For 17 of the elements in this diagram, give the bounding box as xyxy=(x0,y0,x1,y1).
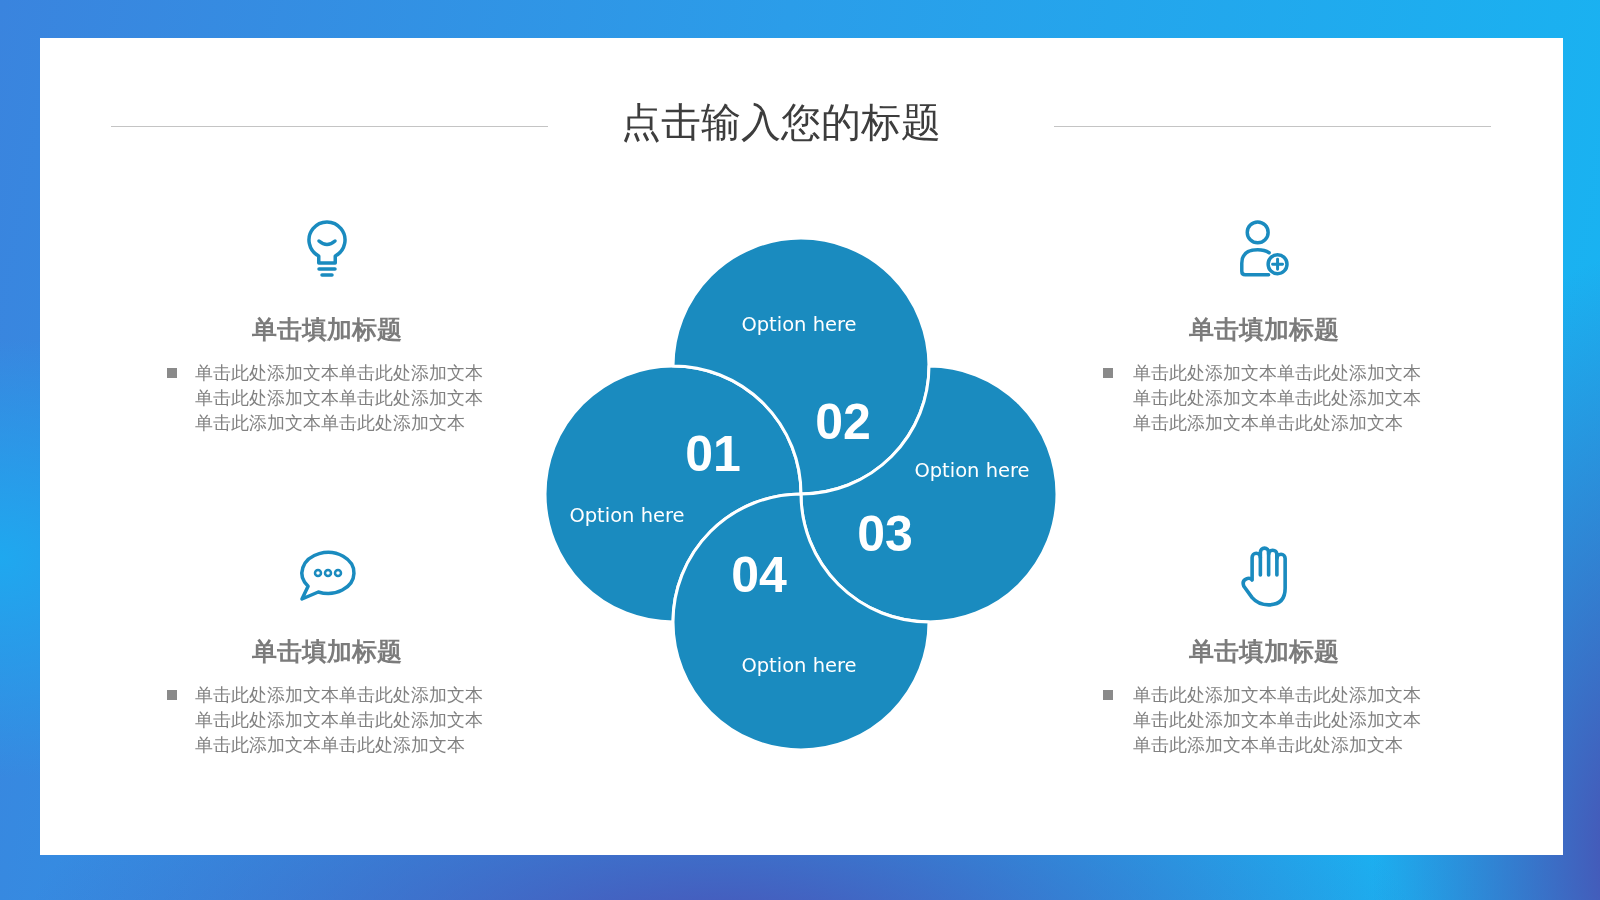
body-text: 单击此处添加文本单击此处添加文本单击此处添加文本单击此处添加文本单击此添加文本单击此处添加文本 xyxy=(195,683,484,757)
body-text: 单击此处添加文本单击此处添加文本单击此处添加文本单击此处添加文本单击此添加文本单击此处添加文本 xyxy=(1133,361,1422,435)
slide-title: 点击输入您的标题 xyxy=(621,99,941,145)
option-label: Option here xyxy=(914,459,1030,483)
section-heading: 单击填加标题 xyxy=(1189,315,1339,345)
body-text: 单击此处添加文本单击此处添加文本单击此处添加文本单击此处添加文本单击此添加文本单击此处添加文本 xyxy=(195,361,484,435)
option-label: Option here xyxy=(569,504,685,528)
step-number: 02 xyxy=(815,397,871,447)
option-label: Option here xyxy=(741,654,857,678)
option-label: Option here xyxy=(741,313,857,337)
body-text: 单击此处添加文本单击此处添加文本单击此处添加文本单击此处添加文本单击此添加文本单击此处添加文本 xyxy=(1133,683,1422,757)
section-heading: 单击填加标题 xyxy=(252,637,402,667)
step-number: 03 xyxy=(857,509,913,559)
step-number: 04 xyxy=(731,550,787,600)
section-heading: 单击填加标题 xyxy=(1189,637,1339,667)
section-heading: 单击填加标题 xyxy=(252,315,402,345)
step-number: 01 xyxy=(685,429,741,479)
